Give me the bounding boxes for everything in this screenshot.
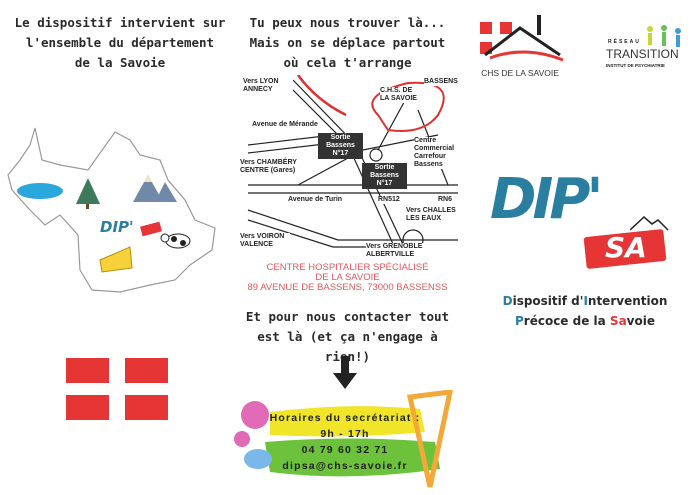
heading-line: l'ensemble du département [25,35,215,50]
heading-line: Le dispositif intervient sur [14,15,226,30]
address: CENTRE HOSPITALIER SPÉCIALISÉ DE LA SAVO… [235,263,460,293]
chs-highlight-circle [371,81,445,132]
map-label-sortie-2: Sortie Bassens N°17 [362,163,407,189]
people-icon [647,25,681,47]
dipsa-logo: DIP' SA [490,165,675,285]
email-address[interactable]: dipsa@chs-savoie.fr [282,460,408,472]
map-label-rn6: RN6 [438,196,453,204]
contact-heading: Et pour nous contacter tout est là (et ç… [235,307,460,367]
hours-value: 9h - 17h [320,428,370,440]
heading-line: Et pour nous contacter tout [245,309,450,324]
map-label-rn512: RN512 [378,196,400,204]
logo-main: TRANSITION [606,47,679,61]
tree-icon [76,178,100,209]
hours-label: Horaires du secrétariat : [269,412,421,424]
map-label-challes: Vers CHALLES LES EAUX [406,207,460,223]
paint-splash-background [234,390,453,488]
address-line: DE LA SAVOIE [315,272,380,283]
red-arrow [296,75,347,117]
heading-line: où cela t'arrange [283,55,412,70]
map-label-lyon: Vers LYON ANNECY [243,78,293,94]
lake-icon [17,183,63,199]
map-dipsa-logo: DIP' [100,218,134,236]
middle-heading: Tu peux nous trouver là... Mais on se dé… [235,13,460,73]
logo-sub: INSTITUT DE PSYCHIATRIE [606,63,665,68]
map-label-bassens: BASSENS [424,78,458,86]
logo-top: RÉSEAU [608,39,641,45]
phone-number[interactable]: 04 79 60 32 71 [301,444,389,456]
left-heading: Le dispositif intervient sur l'ensemble … [10,13,230,73]
reseau-transition-logo: RÉSEAU TRANSITION INSTITUT DE PSYCHIATRI… [600,25,695,75]
heading-line: Tu peux nous trouver là... [249,15,446,30]
chs-logo-text: CHS DE LA SAVOIE [481,68,559,78]
map-label-voiron: Vers VOIRON VALENCE [240,233,290,249]
savoie-map: DIP' [7,127,216,293]
contact-info: Horaires du secrétariat : 9h - 17h 04 79… [240,410,450,474]
map-label-chs: C.H.S. DE LA SAVOIE [380,87,420,103]
address-line: 89 AVENUE DE BASSENS, 73000 BASSENSS [247,282,448,293]
down-arrow-icon [333,356,357,389]
savoie-flag [66,358,170,420]
cheese-icon [99,246,133,273]
heading-line: de la Savoie [74,55,166,70]
heading-line: Mais on se déplace partout [249,35,446,50]
tagline: Dispositif d'Intervention Précoce de la … [480,291,690,331]
mountain-icon [630,215,669,231]
map-label-centre: Centre Commercial Carrefour Bassens [414,137,460,169]
chs-logo: CHS DE LA SAVOIE [475,10,565,80]
map-label-merande: Avenue de Mérande [252,121,318,129]
map-label-sortie-1: Sortie Bassens N°17 [318,133,363,159]
map-label-grenoble: Vers GRENOBLE ALBERTVILLE [366,243,460,259]
tagline-line: Dispositif d'Intervention [502,294,668,308]
tagline-line: Précoce de la Savoie [514,314,655,328]
sa-badge [140,221,162,237]
map-label-chambery: Vers CHAMBÉRY CENTRE (Gares) [240,159,308,175]
dipsa-logo-main: DIP' [490,167,603,232]
dipsa-logo-sa: SA [605,231,647,264]
address-line: CENTRE HOSPITALIER SPÉCIALISÉ [266,262,429,273]
access-map: Vers LYON ANNECY C.H.S. DE LA SAVOIE BAS… [238,75,460,261]
mountains-icon [133,175,177,202]
map-label-turin: Avenue de Turin [288,196,343,204]
cow-icon [160,233,191,249]
